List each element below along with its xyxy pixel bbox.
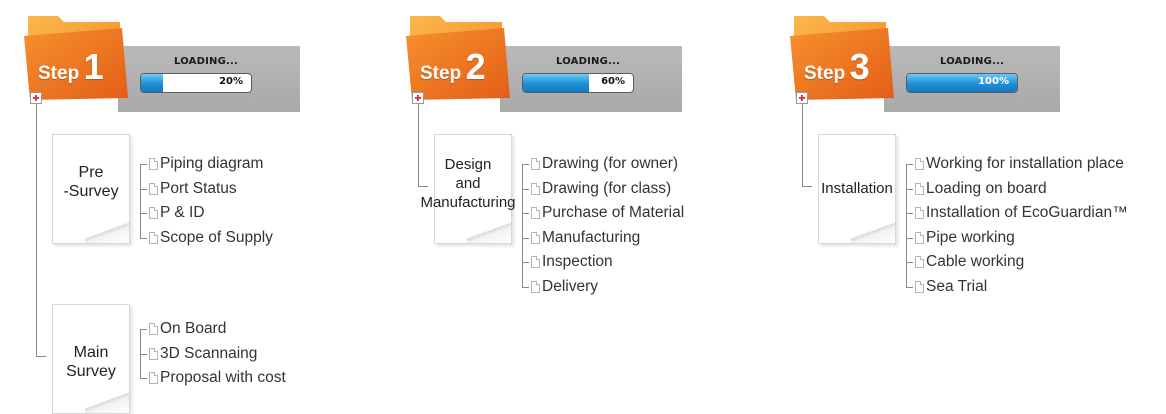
- progress-text: 60%: [601, 76, 625, 87]
- page-icon: [531, 182, 540, 195]
- list-item: Purchase of Material: [522, 204, 684, 229]
- list-item: Delivery: [522, 278, 598, 303]
- list-item: Cable working: [906, 253, 1024, 278]
- list-bracket: [522, 164, 523, 288]
- group-label: Installation: [821, 180, 893, 197]
- page-icon: [149, 323, 158, 335]
- step-number: 3: [849, 46, 870, 87]
- step-title: Step 2: [420, 49, 486, 85]
- page-icon: [149, 372, 158, 384]
- item-list: Piping diagram Port Status P & ID Scope …: [140, 155, 273, 254]
- list-item: Proposal with cost: [140, 369, 286, 394]
- page-icon: [531, 256, 540, 268]
- expand-plus-icon[interactable]: [796, 92, 808, 104]
- page-icon: [915, 256, 924, 268]
- list-item: Drawing (for class): [522, 180, 671, 205]
- progress-bar: 20%: [140, 73, 252, 93]
- tree-connector: [36, 104, 37, 357]
- step-word: Step: [38, 63, 80, 84]
- step-1-section: LOADING... 20% Step 1 Pre-Survey: [0, 0, 380, 414]
- step-word: Step: [420, 63, 462, 84]
- list-item: 3D Scannaing: [140, 345, 257, 370]
- loading-label: LOADING...: [556, 56, 620, 67]
- page-icon: [149, 182, 158, 195]
- loading-panel: LOADING... 100%: [884, 46, 1060, 112]
- step-title: Step 1: [38, 49, 104, 85]
- list-item: Port Status: [140, 180, 237, 205]
- list-item: Manufacturing: [522, 229, 640, 254]
- list-item: Working for installation place: [906, 155, 1124, 180]
- page-icon: [149, 231, 158, 244]
- progress-bar: 100%: [906, 73, 1018, 93]
- page-icon: [531, 231, 540, 244]
- loading-panel: LOADING... 20%: [118, 46, 300, 112]
- orange-folder-icon: Step 1: [24, 12, 128, 100]
- group-label: Pre-Survey: [63, 164, 119, 200]
- list-item: On Board: [140, 320, 226, 345]
- page-icon: [531, 158, 540, 170]
- page-curl: [851, 219, 895, 243]
- list-item: Sea Trial: [906, 278, 987, 303]
- page-icon: [149, 347, 158, 360]
- page-icon: [915, 280, 924, 293]
- tree-branch: [36, 356, 46, 357]
- step-title: Step 3: [804, 49, 870, 85]
- progress-text: 20%: [219, 76, 243, 87]
- page-icon: [149, 158, 158, 170]
- page-icon: [915, 207, 924, 219]
- item-list: On Board 3D Scannaing Proposal with cost: [140, 320, 286, 394]
- step-number: 2: [465, 46, 486, 87]
- loading-label: LOADING...: [940, 56, 1004, 67]
- page-curl: [85, 389, 129, 413]
- tree-branch: [802, 186, 812, 187]
- step-3-section: LOADING... 100% Step 3 Installation: [766, 0, 1146, 414]
- step-word: Step: [804, 63, 846, 84]
- progress-fill: [523, 74, 589, 92]
- list-item: Pipe working: [906, 229, 1015, 254]
- page-icon: [915, 231, 924, 244]
- loading-panel: LOADING... 60%: [500, 46, 682, 112]
- progress-fill: [907, 74, 1017, 92]
- list-item: Scope of Supply: [140, 229, 273, 254]
- page-icon: [915, 158, 924, 170]
- document-page-icon: Pre-Survey: [52, 134, 130, 244]
- page-icon: [531, 280, 540, 293]
- list-item: Loading on board: [906, 180, 1047, 205]
- list-item: P & ID: [140, 204, 205, 229]
- list-item: Piping diagram: [140, 155, 263, 180]
- list-item: Installation of EcoGuardian™: [906, 204, 1128, 229]
- list-bracket: [906, 164, 907, 288]
- loading-label: LOADING...: [174, 56, 238, 67]
- page-curl: [467, 219, 511, 243]
- tree-connector: [802, 104, 803, 187]
- list-item: Inspection: [522, 253, 613, 278]
- item-list: Drawing (for owner) Drawing (for class) …: [522, 155, 684, 303]
- tree-branch: [418, 186, 428, 187]
- orange-folder-icon: Step 3: [790, 12, 894, 100]
- page-icon: [531, 207, 540, 219]
- tree-connector: [418, 104, 419, 187]
- progress-bar: 60%: [522, 73, 634, 93]
- orange-folder-icon: Step 2: [406, 12, 510, 100]
- page-curl: [85, 219, 129, 243]
- progress-fill: [141, 74, 163, 92]
- page-icon: [915, 182, 924, 195]
- list-item: Drawing (for owner): [522, 155, 678, 180]
- list-bracket: [140, 164, 141, 238]
- item-list: Working for installation place Loading o…: [906, 155, 1128, 303]
- document-page-icon: Installation: [818, 134, 896, 244]
- step-number: 1: [83, 46, 104, 87]
- expand-plus-icon[interactable]: [412, 92, 424, 104]
- progress-text: 100%: [978, 76, 1009, 87]
- page-icon: [149, 207, 158, 219]
- expand-plus-icon[interactable]: [30, 92, 42, 104]
